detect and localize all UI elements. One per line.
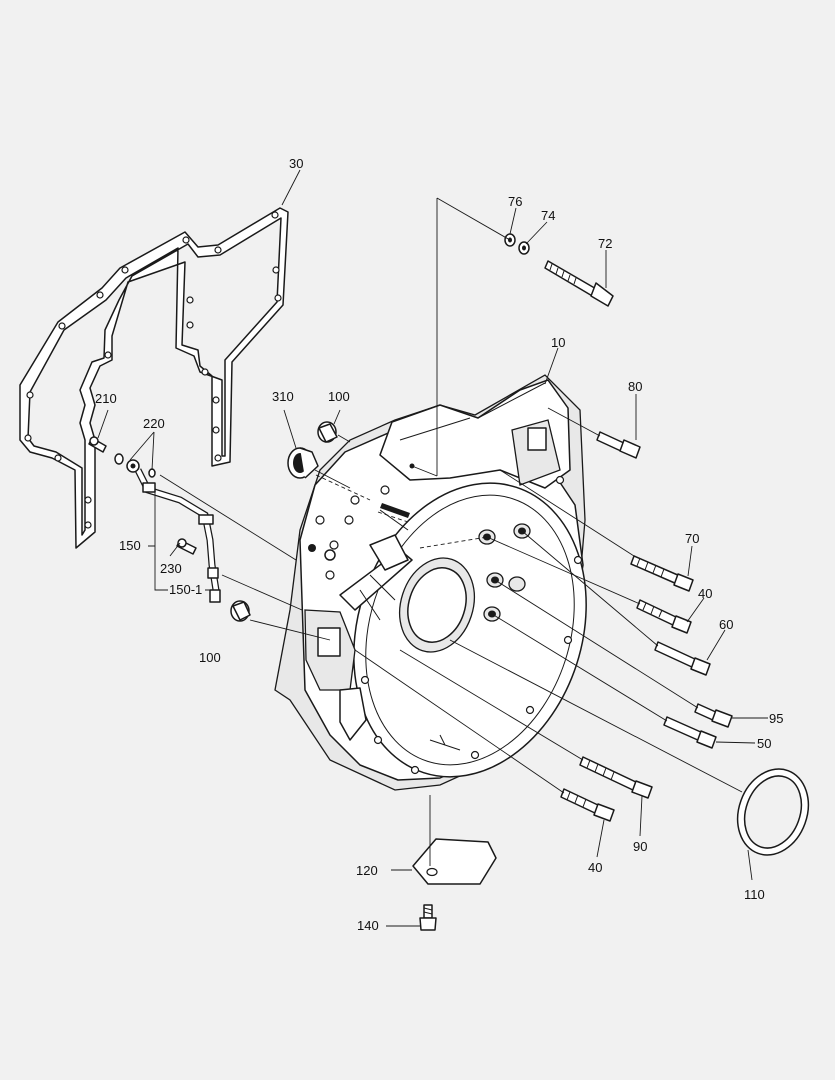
label-150-1: 150-1 [169,582,202,597]
seal-ring-110 [736,768,810,856]
label-76: 76 [508,194,522,209]
flywheel-housing-10 [274,374,587,791]
label-40-upper: 40 [698,586,712,601]
bolt-60 [654,641,711,676]
bolt-95 [694,703,733,728]
leader-lines [97,169,768,927]
label-230: 230 [160,561,182,576]
label-120: 120 [356,863,378,878]
label-40-lower: 40 [588,860,602,875]
label-310: 310 [272,389,294,404]
cover-plate-120 [412,838,497,885]
bolt-70 [630,555,694,592]
bolt-40-upper [636,599,692,634]
label-100-top: 100 [328,389,350,404]
label-74: 74 [541,208,555,223]
label-95: 95 [769,711,783,726]
gasket-30 [19,207,289,549]
label-80: 80 [628,379,642,394]
part-labels: 30 76 74 72 10 80 310 100 210 220 70 150… [95,156,783,933]
seal-310 [287,447,319,479]
label-90: 90 [633,839,647,854]
label-70: 70 [685,531,699,546]
bolt-210 [88,436,107,453]
label-220: 220 [143,416,165,431]
label-10: 10 [551,335,565,350]
label-150: 150 [119,538,141,553]
washer-220 [114,453,156,478]
label-50: 50 [757,736,771,751]
bolt-72 [544,260,614,307]
sleeve-100-left [230,600,251,622]
bolt-50 [663,716,717,749]
label-72: 72 [598,236,612,251]
oil-pipe-150 [134,468,221,603]
label-210: 210 [95,391,117,406]
bolt-90 [579,756,653,799]
bolt-40-lower [560,788,615,822]
bolt-140 [419,904,437,931]
label-60: 60 [719,617,733,632]
label-30: 30 [289,156,303,171]
bolt-230 [176,538,197,555]
sleeve-100-top [317,421,338,443]
label-140: 140 [357,918,379,933]
label-110: 110 [744,887,765,902]
label-100-left: 100 [199,650,221,665]
bolt-80 [596,431,641,459]
